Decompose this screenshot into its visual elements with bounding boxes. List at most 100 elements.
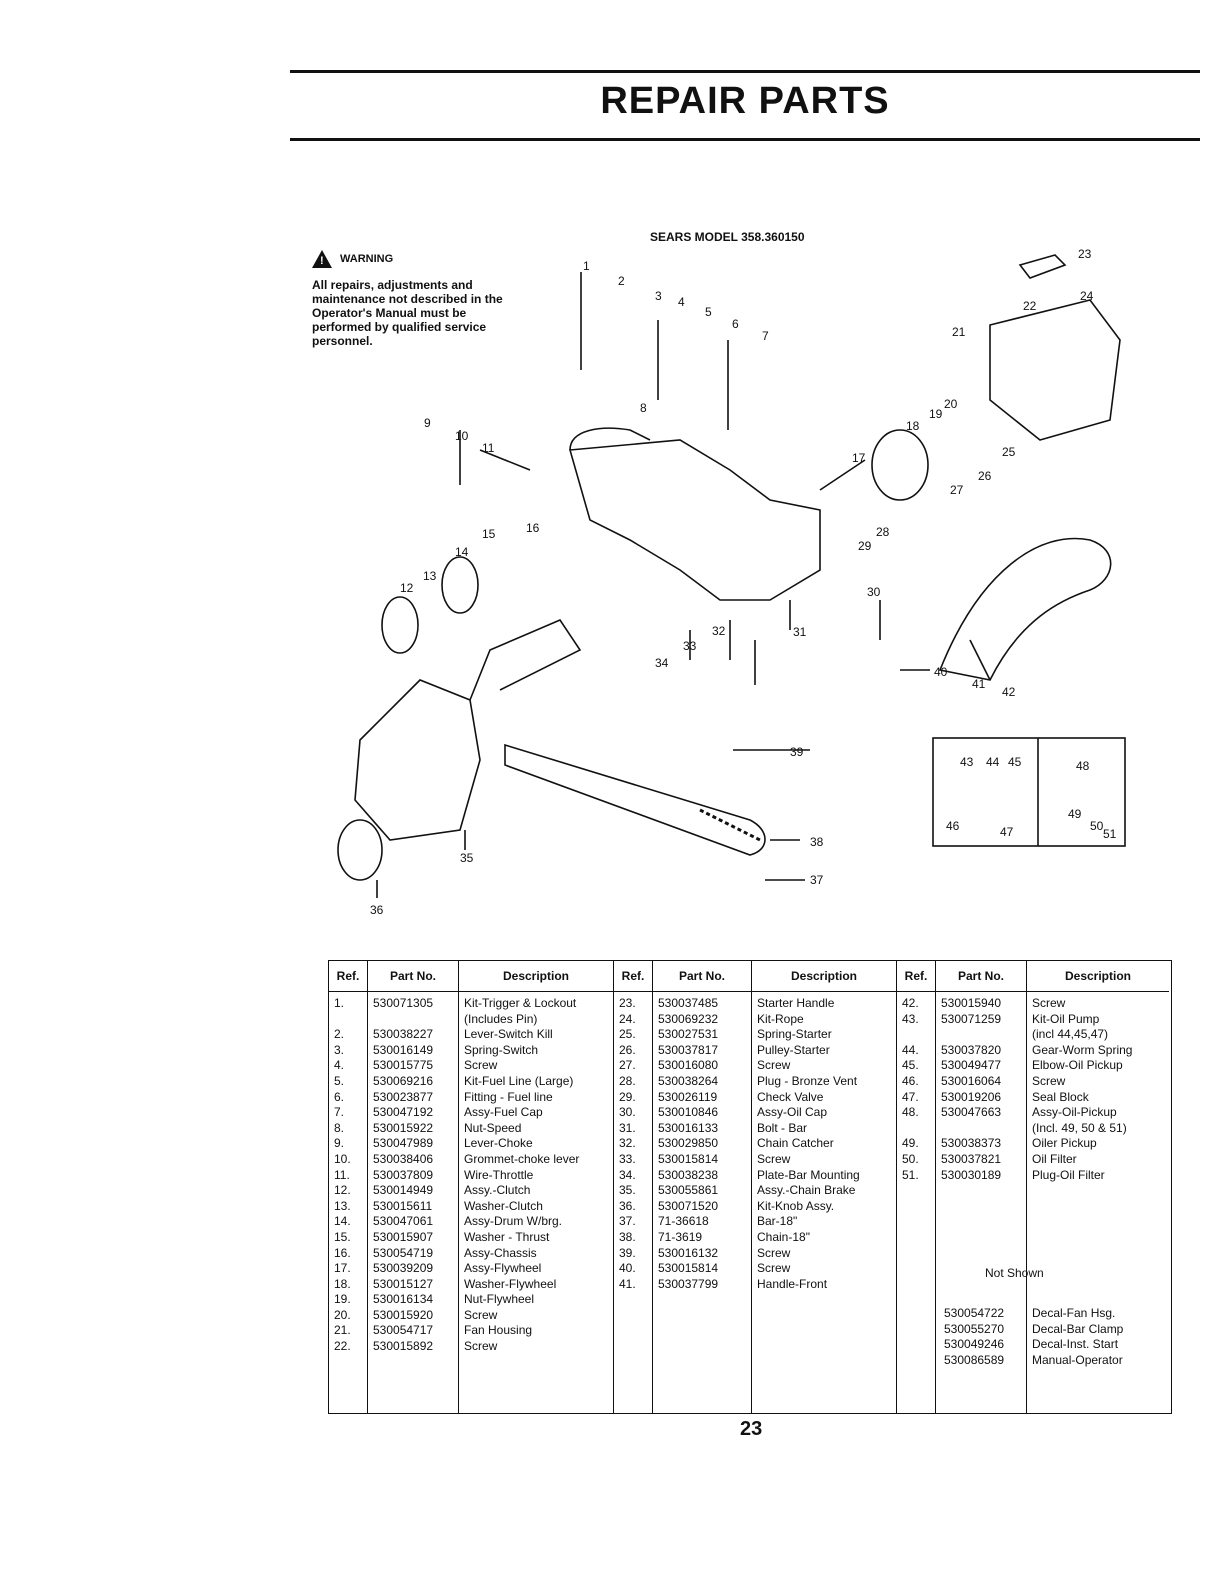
table-cell-ref: 40. [619,1261,636,1276]
table-cell-ref [897,1027,935,1043]
table-cell-part-no: 530037817 [658,1042,719,1057]
callout-26: 26 [978,469,992,483]
table-cell-part-no: 530016134 [373,1292,434,1307]
table-cell-part-no: 530026119 [658,1089,718,1104]
callout-1: 1 [583,259,590,273]
table-cell-description: Nut-Flywheel [464,1292,535,1307]
table-cell-description: Screw [757,1058,791,1073]
not-shown-part-no: 530049246 [944,1337,1005,1352]
table-cell-ref: 2. [334,1027,345,1042]
callout-32: 32 [712,624,726,638]
callout-28: 28 [876,525,890,539]
callout-41: 41 [972,677,986,691]
table-cell-description: Screw [757,1151,791,1166]
table-cell-ref: 31. [619,1120,636,1135]
callout-35: 35 [460,851,474,865]
callout-11: 11 [482,441,495,455]
header-description: Description [1027,961,1169,992]
table-cell-description: Starter Handle [757,996,835,1010]
callout-36: 36 [370,903,384,917]
table-cell-ref: 1. [334,996,345,1010]
table-cell-description: Screw [464,1307,498,1322]
table-cell-ref: 48. [902,1105,919,1120]
table-cell-part-no: 530038264 [658,1073,719,1088]
table-cell-part-no: 530015940 [941,996,1002,1010]
table-cell-ref: 45. [902,1058,919,1073]
callout-46: 46 [946,819,960,833]
table-cell-description: Assy-Drum W/brg. [464,1214,563,1229]
table-cell-description: Kit-Trigger & Lockout [464,996,577,1010]
callout-33: 33 [683,639,697,653]
table-cell-part-no: 530071305 [373,996,434,1010]
table-cell-part-no: 530038238 [658,1167,719,1182]
col-ref-3: Ref. 42.43.44.45.46.47.48.49.50.51. [897,961,936,1413]
page-title: REPAIR PARTS [600,80,890,122]
table-cell-ref: 33. [619,1151,636,1166]
callout-27: 27 [950,483,964,497]
header-part-no: Part No. [653,961,751,992]
callout-48: 48 [1076,759,1090,773]
callout-40: 40 [934,665,948,679]
table-cell-part-no: 530030189 [941,1167,1002,1182]
table-cell-description: Fan Housing [464,1323,533,1338]
table-cell-part-no: 530016149 [373,1042,434,1057]
callout-47: 47 [1000,825,1014,839]
table-cell-description: Assy-Fuel Cap [464,1105,543,1120]
callout-30: 30 [867,585,881,599]
table-cell-description: Screw [1032,1073,1066,1088]
fan-housing-shape [989,299,1121,441]
table-cell-description: Kit-Fuel Line (Large) [464,1073,574,1088]
table-cell-description: Screw [1032,996,1066,1010]
table-cell-ref: 11. [334,1167,350,1182]
table-cell-description: Assy.-Clutch [464,1183,531,1198]
table-cell-part-no [936,1027,1026,1043]
table-cell-ref: 26. [619,1042,636,1057]
table-cell-description: (Includes Pin) [464,1011,538,1026]
table-cell-description: Assy-Oil Cap [757,1105,828,1120]
callout-15: 15 [482,527,496,541]
table-cell-ref: 14. [334,1214,351,1229]
callout-8: 8 [640,401,647,415]
table-cell-description: Assy-Chassis [464,1245,537,1260]
callout-3: 3 [655,289,662,303]
table-cell-ref: 46. [902,1073,919,1088]
callout-18: 18 [906,419,920,433]
table-cell-part-no: 530015907 [373,1229,434,1244]
table-cell-ref: 49. [902,1136,919,1151]
table-cell-description: Pulley-Starter [757,1042,830,1057]
table-cell-part-no: 71-3619 [658,1229,703,1244]
callout-44: 44 [986,755,1000,769]
callout-43: 43 [960,755,974,769]
table-cell-ref: 8. [334,1120,345,1135]
not-shown-label: Not Shown [985,1266,1044,1280]
callout-50: 50 [1090,819,1104,833]
clutch-shape [381,596,419,654]
table-cell-part-no: 530047192 [373,1105,434,1120]
table-cell-part-no: 530039209 [373,1261,434,1276]
front-handle-shape [938,537,1112,681]
table-cell-part-no: 530027531 [658,1027,719,1042]
table-cell-part-no: 530038406 [373,1151,434,1166]
not-shown-part-no: 530054722 [944,1306,1005,1320]
table-cell-description: Spring-Starter [757,1027,832,1042]
col-ref-1: Ref. 1.2.3.4.5.6.7.8.9.10.11.12.13.14.15… [329,961,368,1413]
chassis-shape [568,439,821,601]
table-cell-part-no: 530014949 [373,1183,434,1198]
table-cell-ref: 3. [334,1042,345,1057]
table-cell-part-no: 530049477 [941,1058,1002,1073]
table-cell-part-no [936,1121,1026,1137]
table-cell-ref: 17. [334,1261,351,1276]
exploded-parts-diagram: 1 2 3 4 5 6 7 8 9 10 11 12 13 14 15 16 1… [337,247,1126,917]
table-cell-part-no: 530023877 [373,1089,434,1104]
table-cell-part-no: 530054717 [373,1323,434,1338]
table-cell-part-no: 530015775 [373,1058,434,1073]
callout-45: 45 [1008,755,1022,769]
chain-brake-shape [354,679,481,841]
table-cell-ref: 41. [619,1276,636,1291]
